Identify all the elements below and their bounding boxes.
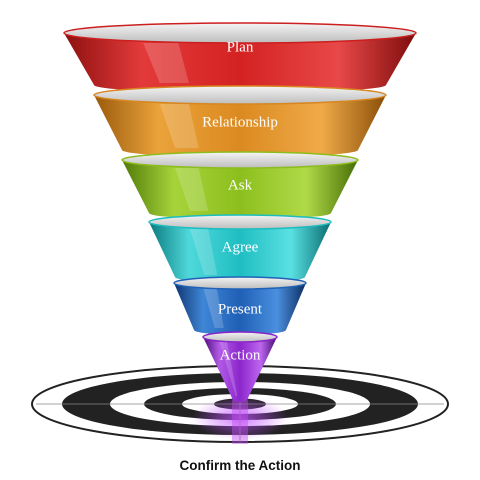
funnel-band-highlight — [159, 104, 199, 148]
funnel-band-body — [64, 33, 416, 93]
funnel-stage-label: Agree — [222, 239, 259, 255]
funnel-band-body — [174, 283, 306, 335]
funnel-stage-label: Action — [220, 347, 261, 363]
funnel-stage-present: Present — [173, 276, 307, 335]
funnel-stage-action: Action — [202, 331, 278, 402]
funnel-band-body — [203, 337, 277, 402]
funnel-band-highlight — [143, 43, 189, 83]
funnel-stage-label: Plan — [227, 39, 254, 55]
target-beam — [232, 400, 248, 444]
funnel-band-top — [148, 214, 332, 230]
funnel-band-highlight — [219, 342, 238, 396]
funnel-band-top — [93, 85, 387, 105]
funnel-band-body — [122, 160, 358, 220]
funnel-stage-plan: Plan — [63, 22, 417, 93]
funnel-stage-label: Present — [218, 301, 263, 317]
caption: Confirm the Action — [180, 458, 301, 473]
funnel-stage-relationship: Relationship — [93, 85, 387, 158]
funnel-stage-label: Relationship — [202, 114, 278, 130]
funnel-band-top — [202, 331, 278, 343]
funnel-band-top — [63, 22, 417, 44]
funnel-band-top — [173, 276, 307, 290]
funnel-band-body — [149, 222, 331, 283]
funnel-band-top — [121, 151, 359, 169]
funnel-band-highlight — [175, 168, 209, 211]
funnel-stage-label: Ask — [228, 177, 253, 193]
funnel-band-highlight — [203, 289, 224, 328]
funnel-band-body — [94, 95, 386, 158]
funnel-band-highlight — [189, 229, 218, 275]
target-board — [31, 365, 449, 444]
funnel-stage-ask: Ask — [121, 151, 359, 220]
funnel-stage-agree: Agree — [148, 214, 332, 283]
target-glow — [192, 396, 288, 440]
